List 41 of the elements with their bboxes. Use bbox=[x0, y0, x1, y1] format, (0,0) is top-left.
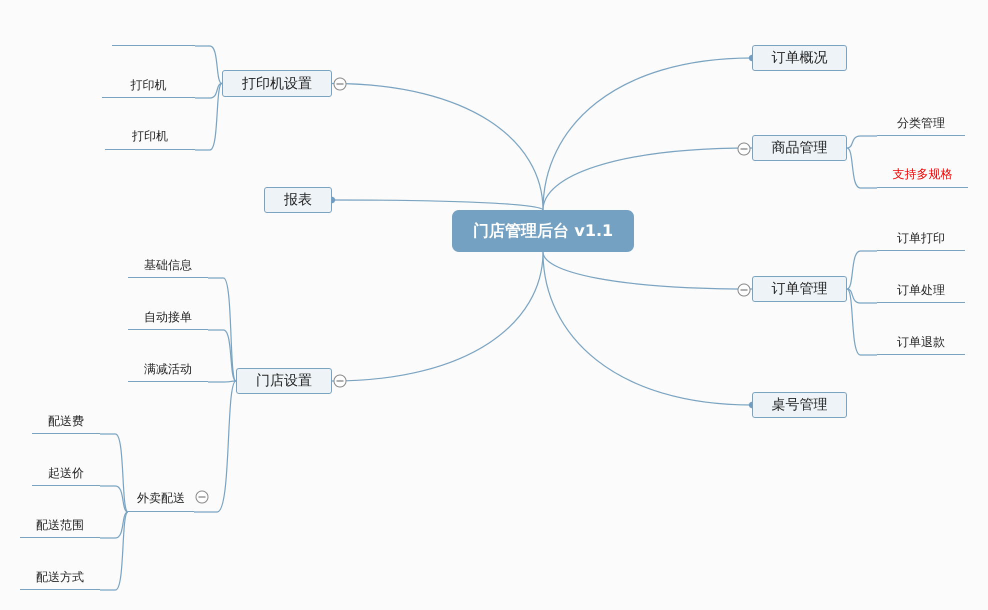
branch-line bbox=[846, 135, 877, 149]
branch-line bbox=[542, 147, 752, 210]
central-topic-box: 门店管理后台 v1.1 bbox=[452, 210, 634, 252]
subtopic-label: 订单退款 bbox=[877, 334, 965, 355]
subtopic-label: 配送范围 bbox=[20, 517, 100, 538]
branch-line bbox=[542, 252, 752, 290]
branch-line bbox=[100, 485, 128, 513]
subtopic-label: 配送方式 bbox=[20, 569, 100, 590]
subtopic-label: 自动接单 bbox=[128, 309, 208, 330]
subtopic-label: 打印机 bbox=[105, 128, 195, 150]
branch-line bbox=[100, 433, 128, 512]
subtopic-label: 起送价 bbox=[32, 465, 100, 486]
branch-line bbox=[195, 82, 222, 99]
branch-line bbox=[208, 329, 236, 382]
topic-box: 门店设置 bbox=[236, 368, 332, 394]
branch-line bbox=[195, 83, 222, 151]
subtopic-label: 打印机 bbox=[102, 77, 195, 98]
branch-line bbox=[846, 147, 877, 189]
topic-box: 订单管理 bbox=[752, 276, 847, 302]
subtopic-label: 满减活动 bbox=[128, 361, 208, 382]
topic-box: 桌号管理 bbox=[752, 392, 847, 418]
branch-line bbox=[194, 380, 236, 513]
topic-box: 订单概况 bbox=[752, 45, 847, 71]
subtopic-label: 基础信息 bbox=[128, 257, 208, 278]
branch-line bbox=[100, 512, 128, 591]
subtopic-label: 订单处理 bbox=[877, 282, 965, 303]
topic-box: 打印机设置 bbox=[222, 70, 332, 97]
branch-line bbox=[100, 511, 128, 539]
subtopic-label: 订单打印 bbox=[877, 230, 965, 251]
branch-line bbox=[208, 380, 236, 383]
branch-line bbox=[208, 277, 236, 382]
subtopic-label: 配送费 bbox=[32, 413, 100, 434]
topic-box: 报表 bbox=[264, 187, 332, 213]
subtopic-label: 分类管理 bbox=[877, 115, 965, 136]
branch-line bbox=[846, 288, 877, 304]
branch-line bbox=[195, 45, 222, 84]
topic-box: 商品管理 bbox=[752, 135, 847, 161]
branch-line bbox=[846, 288, 877, 356]
subtopic-label: 支持多规格 bbox=[877, 166, 968, 188]
branch-line bbox=[846, 250, 877, 290]
subtopic-label: 外卖配送 bbox=[128, 490, 194, 512]
